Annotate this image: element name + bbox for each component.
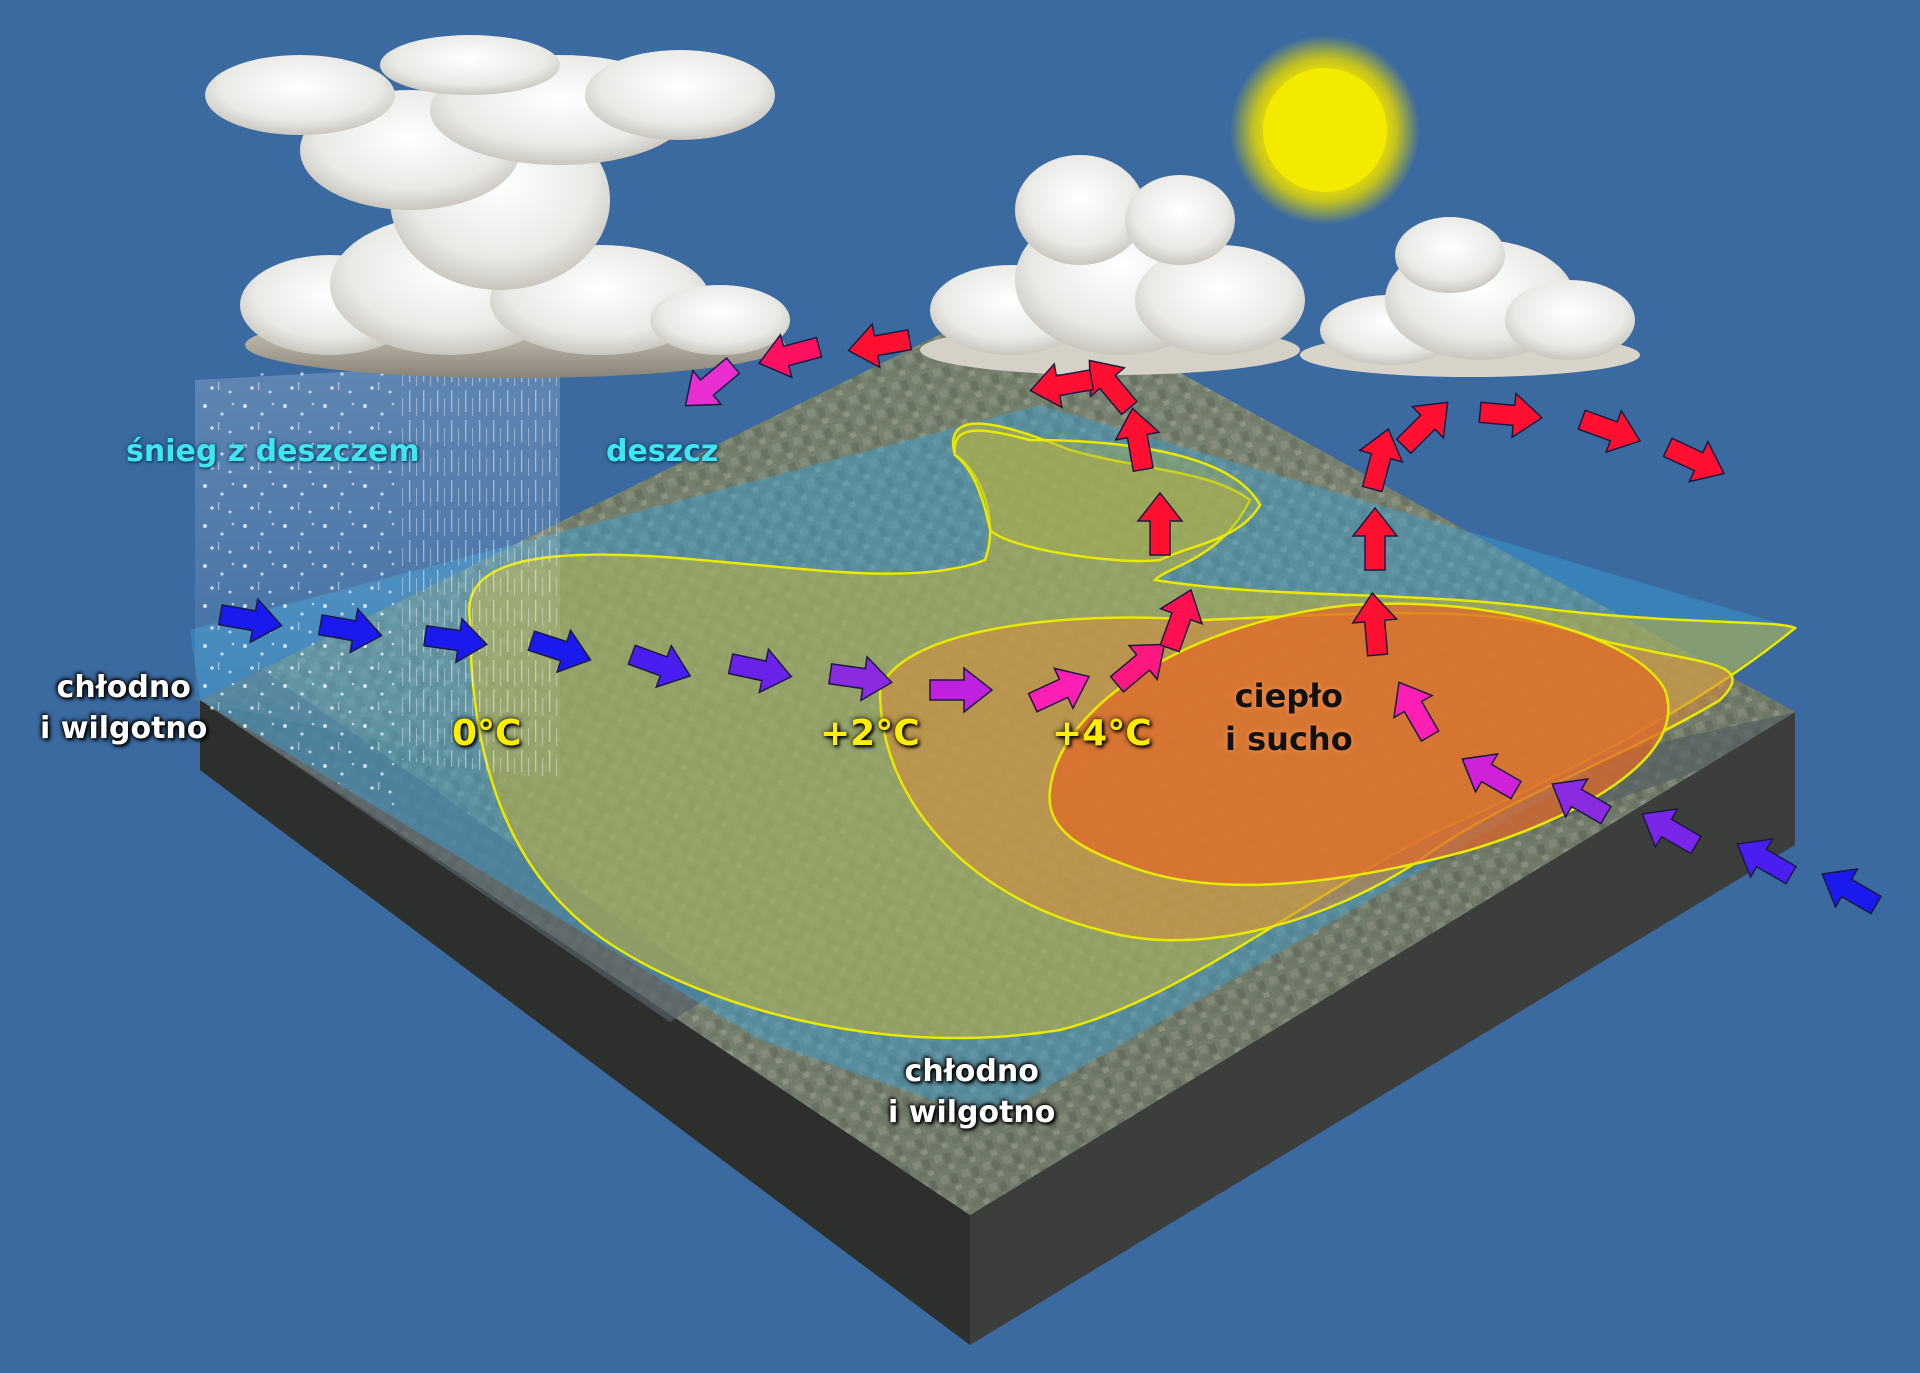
arrow-icon: [1158, 588, 1204, 653]
arrow-icon: [317, 607, 383, 654]
arrow-icon: [929, 666, 994, 714]
arrow-icon: [1136, 491, 1184, 556]
arrow-icon: [1109, 643, 1166, 694]
arrow-icon: [1551, 777, 1613, 825]
arrow-icon: [1821, 867, 1883, 915]
arrow-icon: [423, 617, 488, 664]
arrow-icon: [527, 628, 592, 674]
arrow-icon: [1351, 591, 1399, 657]
arrow-icon: [727, 647, 793, 694]
arrow-icon: [1736, 837, 1798, 885]
arrow-icon: [1088, 359, 1139, 416]
arrow-icon: [828, 655, 893, 702]
arrow-icon: [1027, 667, 1091, 713]
arrow-icon: [1461, 752, 1523, 800]
precipitation-icon: [195, 360, 560, 820]
air-flow-arrows: [217, 322, 1883, 915]
arrow-icon: [1577, 408, 1642, 454]
arrow-icon: [627, 643, 692, 689]
isotherm-4-zone: [1048, 602, 1670, 887]
arrow-icon: [1641, 807, 1703, 855]
storm-cloud-icon: [205, 35, 790, 378]
arrow-icon: [1392, 681, 1440, 743]
cloud-icon: [1300, 217, 1640, 377]
arrow-icon: [1662, 437, 1726, 483]
arrow-icon: [1395, 401, 1449, 455]
arrow-icon: [217, 597, 283, 644]
arrow-icon: [1351, 506, 1399, 571]
sun-icon: [1230, 35, 1420, 225]
isotherm-0-upper-lobe: [953, 429, 1262, 563]
cloud-icon: [920, 155, 1305, 375]
arrow-icon: [1029, 362, 1095, 409]
arrow-icon: [684, 356, 741, 407]
arrow-icon: [1114, 407, 1161, 473]
arrow-icon: [757, 333, 823, 379]
arrow-icon: [1358, 427, 1404, 493]
arrow-icon: [1478, 391, 1544, 439]
arrow-icon: [847, 322, 913, 369]
